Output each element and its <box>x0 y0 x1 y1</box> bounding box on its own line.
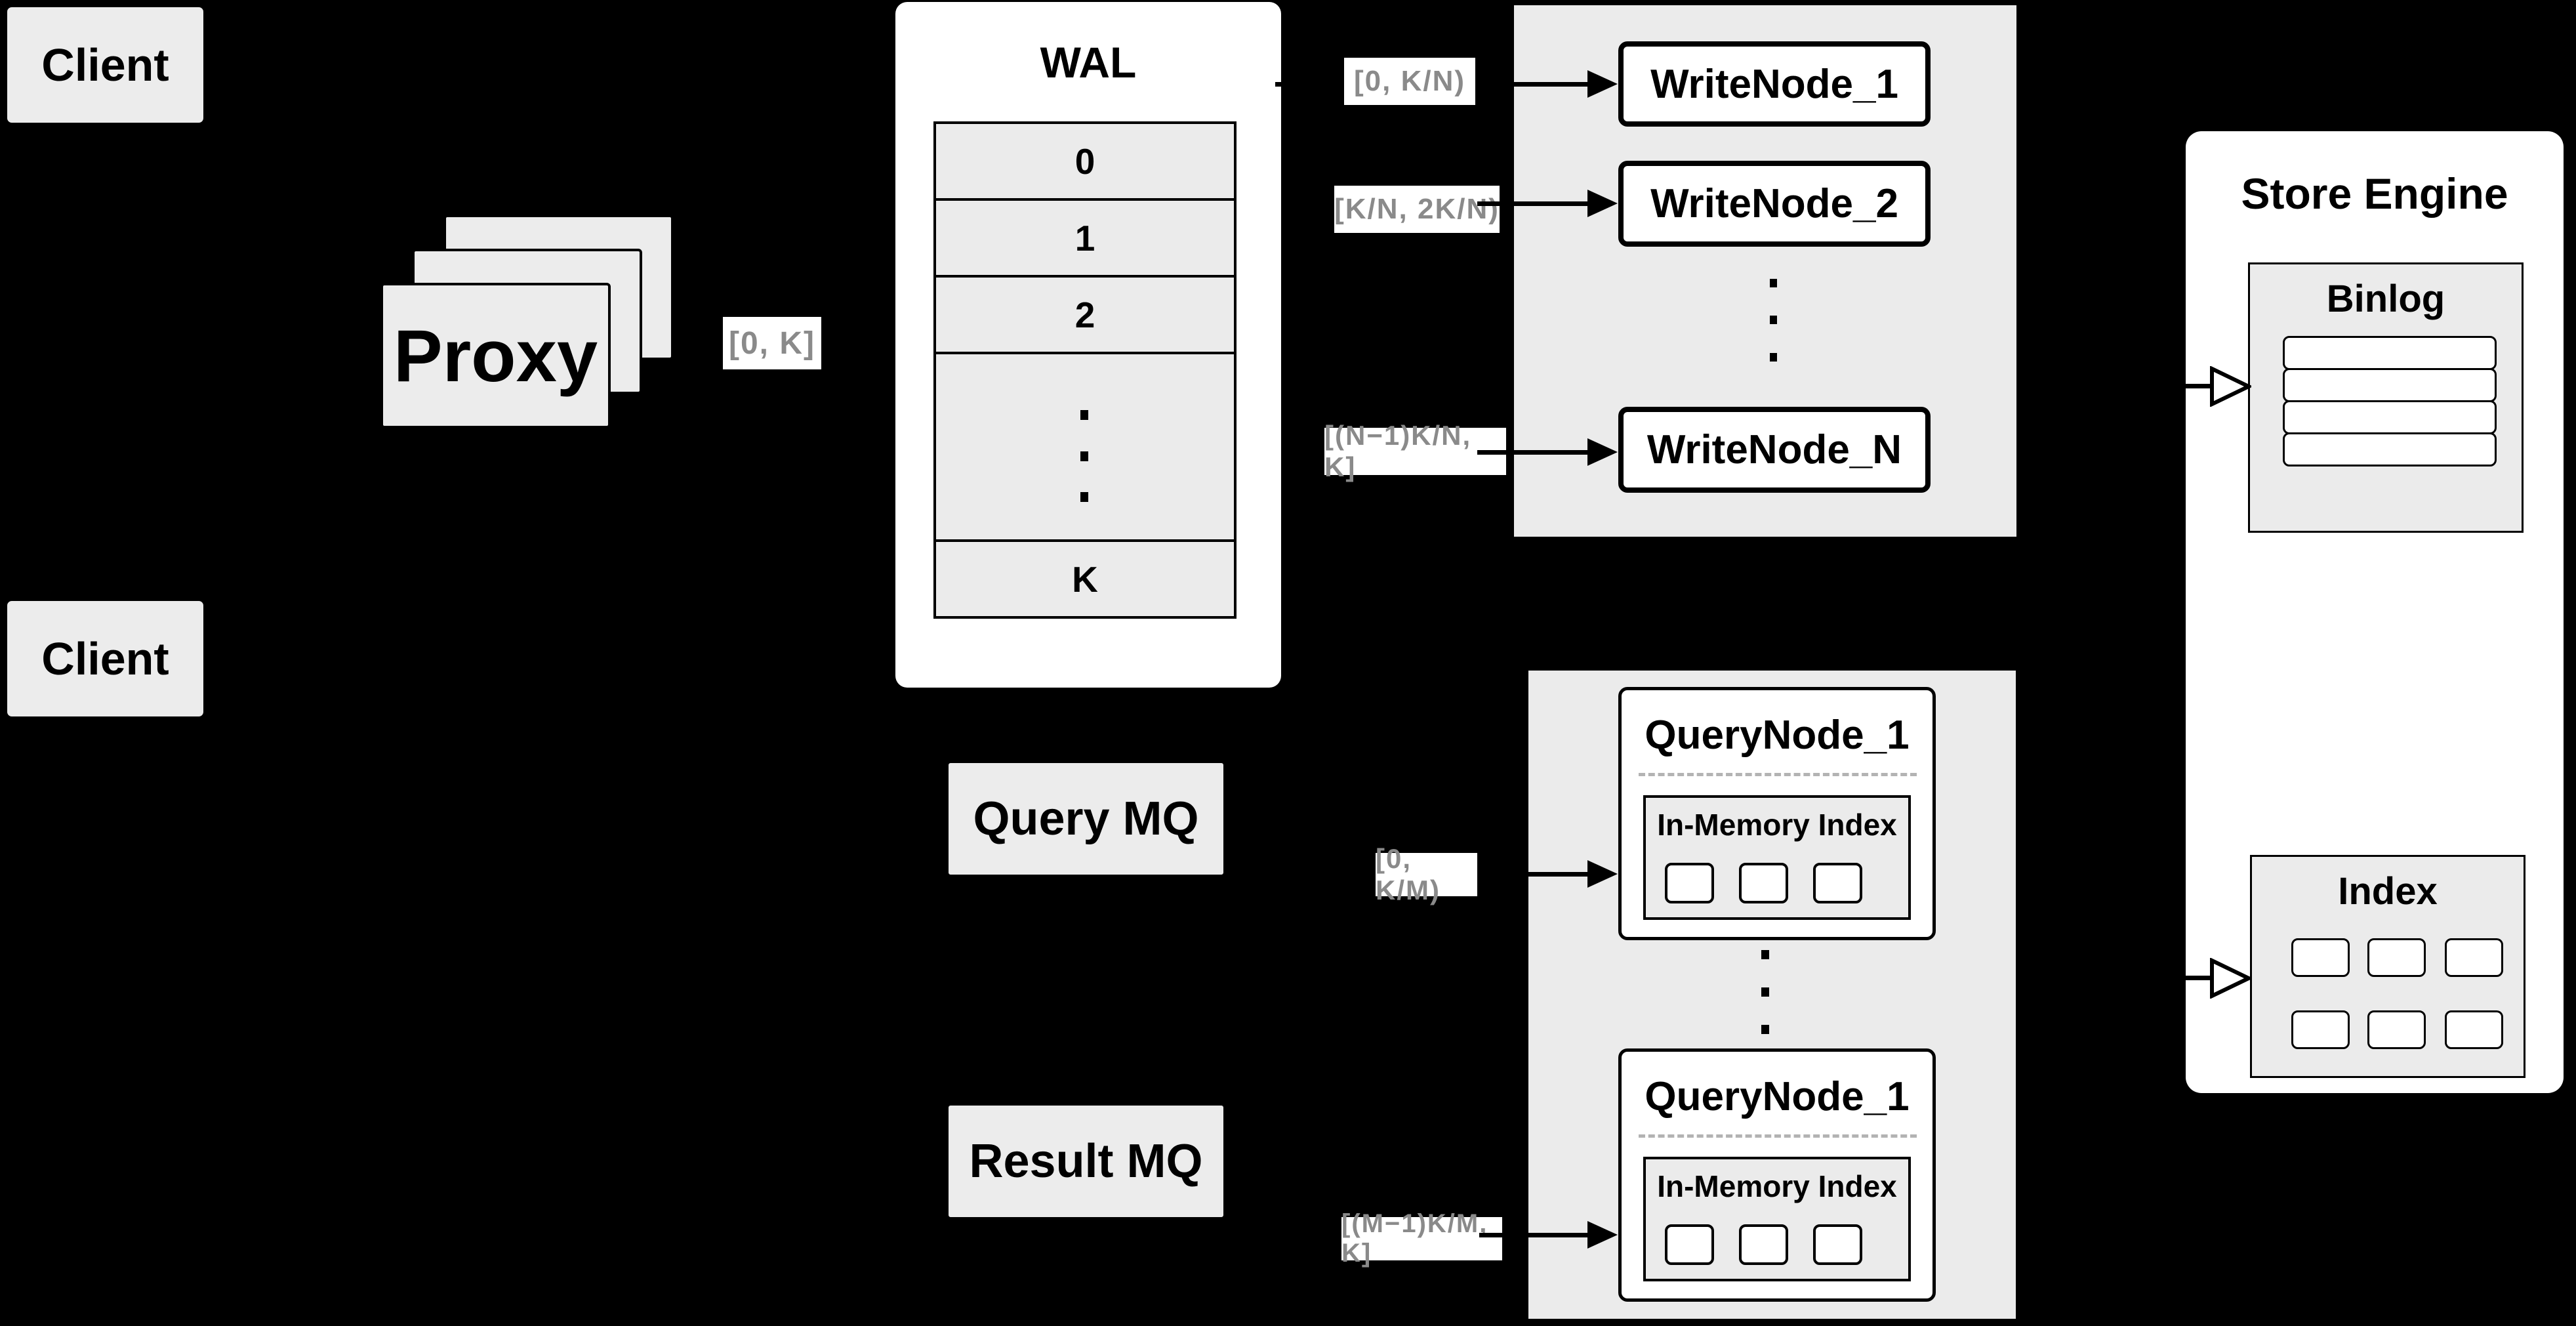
result-mq-label: Result MQ <box>969 1135 1203 1188</box>
inmem-cell <box>1813 1224 1862 1265</box>
index-cell <box>2445 1010 2503 1049</box>
arrow-writenode-n-head <box>1587 438 1618 466</box>
binlog-title-text: Binlog <box>2326 277 2445 320</box>
index-cell <box>2291 938 2350 977</box>
querynode-top-inmem-title: In-Memory Index <box>1643 802 1911 848</box>
wal-row-1-label: 1 <box>1074 217 1095 259</box>
writenode-range-chip-2: [K/N, 2K/N) <box>1334 186 1500 233</box>
wal-title: WAL <box>895 30 1281 95</box>
client-bottom-label: Client <box>41 633 169 684</box>
querynode-bottom-title: QueryNode_1 <box>1618 1067 1936 1126</box>
inmem-cell <box>1739 863 1788 903</box>
querynode-top-inmem-title-text: In-Memory Index <box>1657 808 1897 842</box>
binlog-row <box>2283 336 2497 370</box>
result-mq-box: Result MQ <box>947 1104 1225 1219</box>
querynode-bottom-divider <box>1639 1134 1917 1138</box>
writenode-ellipsis-dot <box>1770 279 1777 287</box>
query-mq-label: Query MQ <box>973 793 1199 845</box>
client-box-top: Client <box>5 5 205 125</box>
binlog-title: Binlog <box>2248 272 2524 325</box>
writenode-range-chip-n: [(N−1)K/N, K] <box>1324 420 1506 482</box>
writenode-range-chip-1: [0, K/N) <box>1344 58 1475 105</box>
querynode-bottom-inmem-title-text: In-Memory Index <box>1657 1169 1897 1203</box>
arrow-index-open-head <box>2210 958 2251 999</box>
arrow-querynode-m-head <box>1587 1221 1618 1249</box>
writenode-ellipsis-dot <box>1770 353 1777 362</box>
arrow-writenode-2-head <box>1587 190 1618 217</box>
index-title: Index <box>2250 865 2525 917</box>
arrow-binlog-line <box>2135 384 2213 388</box>
querynode-ellipsis-dot <box>1761 1025 1769 1034</box>
querynode-top-divider <box>1639 773 1917 776</box>
store-engine-title: Store Engine <box>2186 157 2564 230</box>
querynode-range-1-label: [0, K/M) <box>1376 843 1441 905</box>
arrow-querynode-1-head <box>1587 860 1618 888</box>
arrow-querynode-1-line <box>1479 872 1588 877</box>
inmem-cell <box>1739 1224 1788 1265</box>
wal-ellipsis-dot <box>1080 410 1088 420</box>
writenode-1-label: WriteNode_1 <box>1650 61 1898 107</box>
index-cell <box>2291 1010 2350 1049</box>
wal-ellipsis-dot <box>1080 492 1088 502</box>
index-cell <box>2445 938 2503 977</box>
writenode-range-1-label: [0, K/N) <box>1354 65 1465 97</box>
querynode-bottom-title-text: QueryNode_1 <box>1645 1073 1910 1119</box>
querynode-range-m-label: [(M−1)K/M, K] <box>1341 1209 1488 1268</box>
writenode-2-box: WriteNode_2 <box>1618 161 1931 247</box>
proxy-range-label: [0, K] <box>729 325 815 361</box>
arrow-writenode-1-line <box>1477 82 1588 87</box>
wal-row-2: 2 <box>936 278 1234 354</box>
arrow-index-line <box>2135 976 2213 980</box>
inmem-cell <box>1665 1224 1714 1265</box>
wal-table: 0 1 2 K <box>933 121 1237 619</box>
query-mq-box: Query MQ <box>947 761 1225 877</box>
querynode-bottom-inmem-title: In-Memory Index <box>1643 1163 1911 1209</box>
querynode-top-title-text: QueryNode_1 <box>1645 712 1910 758</box>
binlog-row <box>2283 400 2497 434</box>
wal-row-2-label: 2 <box>1074 294 1095 335</box>
arrow-binlog-open-head <box>2210 366 2251 407</box>
querynode-range-chip-1: [0, K/M) <box>1376 843 1477 905</box>
index-cell <box>2367 1010 2426 1049</box>
binlog-row <box>2283 432 2497 466</box>
binlog-row <box>2283 368 2497 402</box>
writenode-1-box: WriteNode_1 <box>1618 41 1931 127</box>
querynode-ellipsis-dot <box>1761 950 1769 959</box>
writenode-2-label: WriteNode_2 <box>1650 181 1898 226</box>
wal-row-ellipsis <box>936 354 1234 542</box>
arrow-querynode-m-line <box>1479 1233 1588 1237</box>
wal-title-text: WAL <box>1040 38 1137 87</box>
querynode-range-chip-m: [(M−1)K/M, K] <box>1341 1209 1502 1268</box>
wal-row-k-label: K <box>1072 558 1098 600</box>
wal-to-writenodes-line <box>1275 82 1351 87</box>
wal-ellipsis-dot <box>1080 451 1088 461</box>
writenode-n-label: WriteNode_N <box>1646 427 1902 472</box>
wal-row-0: 0 <box>936 124 1234 201</box>
writenode-ellipsis-dot <box>1770 316 1777 324</box>
arrow-writenode-2-line <box>1477 201 1588 206</box>
arrow-writenode-1-head <box>1587 70 1618 98</box>
wal-row-0-label: 0 <box>1074 140 1095 182</box>
arrow-writenode-n-line <box>1477 450 1588 455</box>
proxy-label: Proxy <box>393 314 598 397</box>
inmem-cell <box>1813 863 1862 903</box>
writenode-range-n-label: [(N−1)K/N, K] <box>1324 420 1472 482</box>
proxy-range-chip: [0, K] <box>723 317 821 369</box>
proxy-card-front: Proxy <box>380 283 611 428</box>
writenode-n-box: WriteNode_N <box>1618 407 1931 493</box>
index-title-text: Index <box>2338 869 2438 913</box>
writenode-range-2-label: [K/N, 2K/N) <box>1334 193 1500 225</box>
index-cell <box>2367 938 2426 977</box>
querynode-ellipsis-dot <box>1761 987 1769 997</box>
client-box-bottom: Client <box>5 599 205 718</box>
querynode-top-title: QueryNode_1 <box>1618 705 1936 764</box>
store-engine-title-text: Store Engine <box>2241 169 2508 218</box>
client-top-label: Client <box>41 39 169 91</box>
inmem-cell <box>1665 863 1714 903</box>
wal-row-k: K <box>936 542 1234 616</box>
wal-row-1: 1 <box>936 201 1234 278</box>
